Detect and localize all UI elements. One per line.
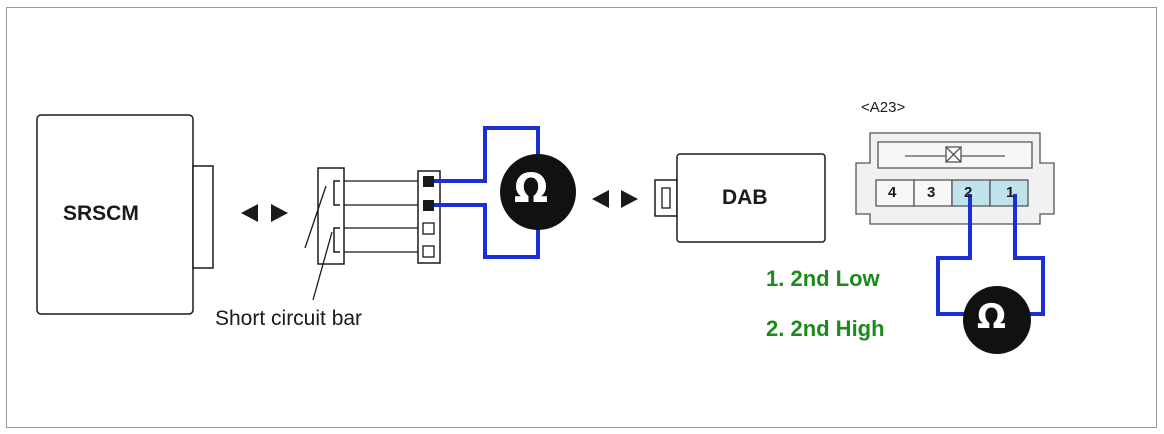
dab-unit [654,153,826,243]
ohmmeter-1 [500,154,576,230]
ohmmeter-2 [963,286,1031,354]
probe-wires-2 [936,194,1045,316]
connector-id: <A23> [861,99,906,116]
pin-1-label: 1 [1006,184,1015,201]
pin-4-label: 4 [888,184,897,201]
srscm-unit [36,114,214,315]
ohm-icon: Ω [514,166,549,212]
step-2-label: 2. 2nd High [766,316,885,341]
short-circuit-bar-label: Short circuit bar [215,307,363,330]
pin-3-label: 3 [927,184,936,201]
probe-wires-1 [434,126,540,259]
diagram-frame [6,7,1157,428]
a23-connector [855,132,1055,225]
disconnect-arrow-left [241,204,288,222]
srscm-side-connector [304,167,345,301]
terminal-block [417,170,441,264]
pin-2-label: 2 [964,184,973,201]
ohm-icon: Ω [977,297,1006,337]
step-1-label: 1. 2nd Low [766,266,880,291]
harness-wires [344,180,418,253]
dab-label: DAB [722,186,768,209]
disconnect-arrow-right [592,190,638,208]
srscm-label: SRSCM [63,202,139,225]
